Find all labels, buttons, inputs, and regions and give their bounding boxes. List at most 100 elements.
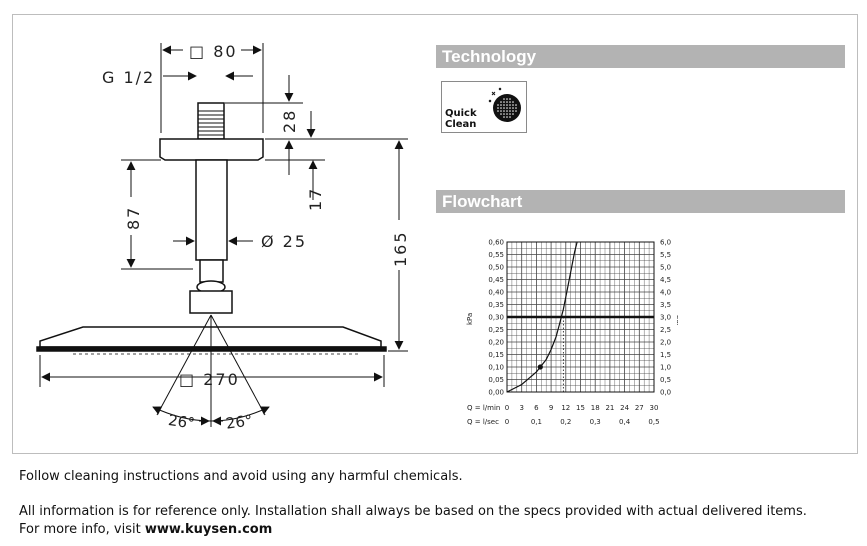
nozzle-dot xyxy=(515,110,517,112)
y-tick-label-bar: 2,0 xyxy=(660,339,671,347)
head-width-dimension: □ 270 xyxy=(179,370,240,389)
spray-angle-left: 26° xyxy=(167,411,196,433)
spray-angle-right: 26° xyxy=(225,411,254,433)
nozzle-dot xyxy=(506,113,508,115)
website-link[interactable]: www.kuysen.com xyxy=(144,522,273,537)
thread-label: G 1/2 xyxy=(102,68,155,87)
nozzle-dot xyxy=(503,113,505,115)
x-tick-label-lmin: 24 xyxy=(620,404,629,412)
chart-series xyxy=(506,241,578,393)
y-tick-label-bar: 4,0 xyxy=(660,289,671,297)
nozzle-dot xyxy=(500,113,502,115)
technical-drawing: □ 80 G 1/2 28 17 87 xyxy=(36,42,410,433)
chart-grid xyxy=(506,241,655,393)
x-tick-label-lsec: 0,1 xyxy=(531,418,542,426)
nozzle-dot xyxy=(512,107,514,109)
left-axis-label: kPa xyxy=(466,313,474,325)
quick-clean-line2: Clean xyxy=(445,119,477,130)
x-tick-label-lsec: 0,5 xyxy=(648,418,659,426)
nozzle-dot xyxy=(512,104,514,106)
nozzle-dot xyxy=(515,104,517,106)
flowchart-header: Flowchart xyxy=(436,190,845,213)
more-info-prefix: For more info, visit xyxy=(19,522,145,537)
nozzle-dot xyxy=(503,101,505,103)
nozzle-dot xyxy=(503,110,505,112)
marked-point xyxy=(537,364,543,370)
pipe-diameter-dimension: Ø 25 xyxy=(261,232,307,251)
dimension-17: 17 xyxy=(306,187,325,211)
y-tick-label-bar: 2,5 xyxy=(660,326,671,334)
x-tick-label-lmin: 9 xyxy=(549,404,553,412)
x-tick-label-lmin: 30 xyxy=(650,404,659,412)
nozzle-dot xyxy=(509,104,511,106)
nozzle-dot xyxy=(497,110,499,112)
dimension-28: 28 xyxy=(280,109,299,133)
nozzle-dot xyxy=(500,110,502,112)
x-tick-label-lmin: 3 xyxy=(519,404,523,412)
more-info-line: For more info, visit www.kuysen.com xyxy=(19,522,272,537)
y-tick-label-bar: 0,0 xyxy=(660,389,671,397)
dimension-87: 87 xyxy=(124,206,143,230)
quick-clean-nozzles-icon xyxy=(488,87,521,122)
x-axis-label-lsec: Q = l/sec xyxy=(467,418,499,426)
x-tick-label-lmin: 6 xyxy=(534,404,539,412)
x-tick-label-lsec: 0,3 xyxy=(590,418,601,426)
quick-clean-badge: Quick Clean xyxy=(441,81,527,133)
x-tick-label-lsec: 0 xyxy=(505,418,509,426)
y-tick-label-bar: 1,0 xyxy=(660,364,671,372)
spec-sheet: □ 80 G 1/2 28 17 87 xyxy=(12,14,858,454)
nozzle-dot xyxy=(509,113,511,115)
y-tick-label-kpa: 0,25 xyxy=(488,326,504,334)
technology-header: Technology xyxy=(436,45,845,68)
y-tick-label-bar: 3,5 xyxy=(660,301,671,309)
dimension-165: 165 xyxy=(391,230,410,267)
y-tick-label-kpa: 0,55 xyxy=(488,251,504,259)
nozzle-dot xyxy=(509,107,511,109)
nozzle-dot xyxy=(512,110,514,112)
x-tick-label-lmin: 21 xyxy=(605,404,614,412)
y-tick-label-kpa: 0,20 xyxy=(488,339,504,347)
x-tick-label-lmin: 18 xyxy=(591,404,600,412)
nozzle-dot xyxy=(500,104,502,106)
nozzle-dot xyxy=(497,107,499,109)
nozzle-dot xyxy=(497,104,499,106)
nozzle-dot xyxy=(512,101,514,103)
shower-arm xyxy=(36,102,387,352)
x-tick-label-lmin: 27 xyxy=(635,404,644,412)
y-tick-label-kpa: 0,50 xyxy=(488,264,504,272)
y-tick-label-kpa: 0,35 xyxy=(488,301,504,309)
x-tick-label-lsec: 0,4 xyxy=(619,418,631,426)
x-tick-label-lsec: 0,2 xyxy=(560,418,571,426)
y-tick-label-kpa: 0,30 xyxy=(488,314,504,322)
nozzle-dot xyxy=(506,116,508,118)
x-tick-label-lmin: 15 xyxy=(576,404,585,412)
nozzle-dot xyxy=(509,110,511,112)
chart-ticks: 0,000,050,100,150,200,250,300,350,400,45… xyxy=(488,239,671,427)
y-tick-label-kpa: 0,00 xyxy=(488,389,504,397)
nozzle-dot xyxy=(509,101,511,103)
x-tick-label-lmin: 12 xyxy=(561,404,570,412)
nozzle-dot xyxy=(515,107,517,109)
nozzle-dot xyxy=(506,98,508,100)
nozzle-dot xyxy=(503,107,505,109)
y-tick-label-bar: 4,5 xyxy=(660,276,671,284)
nozzle-dot xyxy=(512,113,514,115)
y-tick-label-kpa: 0,10 xyxy=(488,364,504,372)
nozzle-dot xyxy=(503,116,505,118)
quick-clean-line1: Quick xyxy=(445,108,477,119)
y-tick-label-bar: 3,0 xyxy=(660,314,671,322)
nozzle-dot xyxy=(506,104,508,106)
nozzle-dot xyxy=(509,116,511,118)
top-square-dimension: □ 80 xyxy=(189,42,238,61)
nozzle-dot xyxy=(503,98,505,100)
flow-curve xyxy=(506,241,578,393)
y-tick-label-kpa: 0,45 xyxy=(488,276,504,284)
quick-clean-label: Quick Clean xyxy=(445,108,485,130)
right-axis-label: bar xyxy=(675,315,678,327)
y-tick-label-bar: 6,0 xyxy=(660,239,671,247)
y-tick-label-bar: 0,5 xyxy=(660,376,671,384)
nozzle-dot xyxy=(506,101,508,103)
disclaimer-note: All information is for reference only. I… xyxy=(19,504,807,519)
nozzle-dot xyxy=(509,98,511,100)
nozzle-dot xyxy=(506,107,508,109)
